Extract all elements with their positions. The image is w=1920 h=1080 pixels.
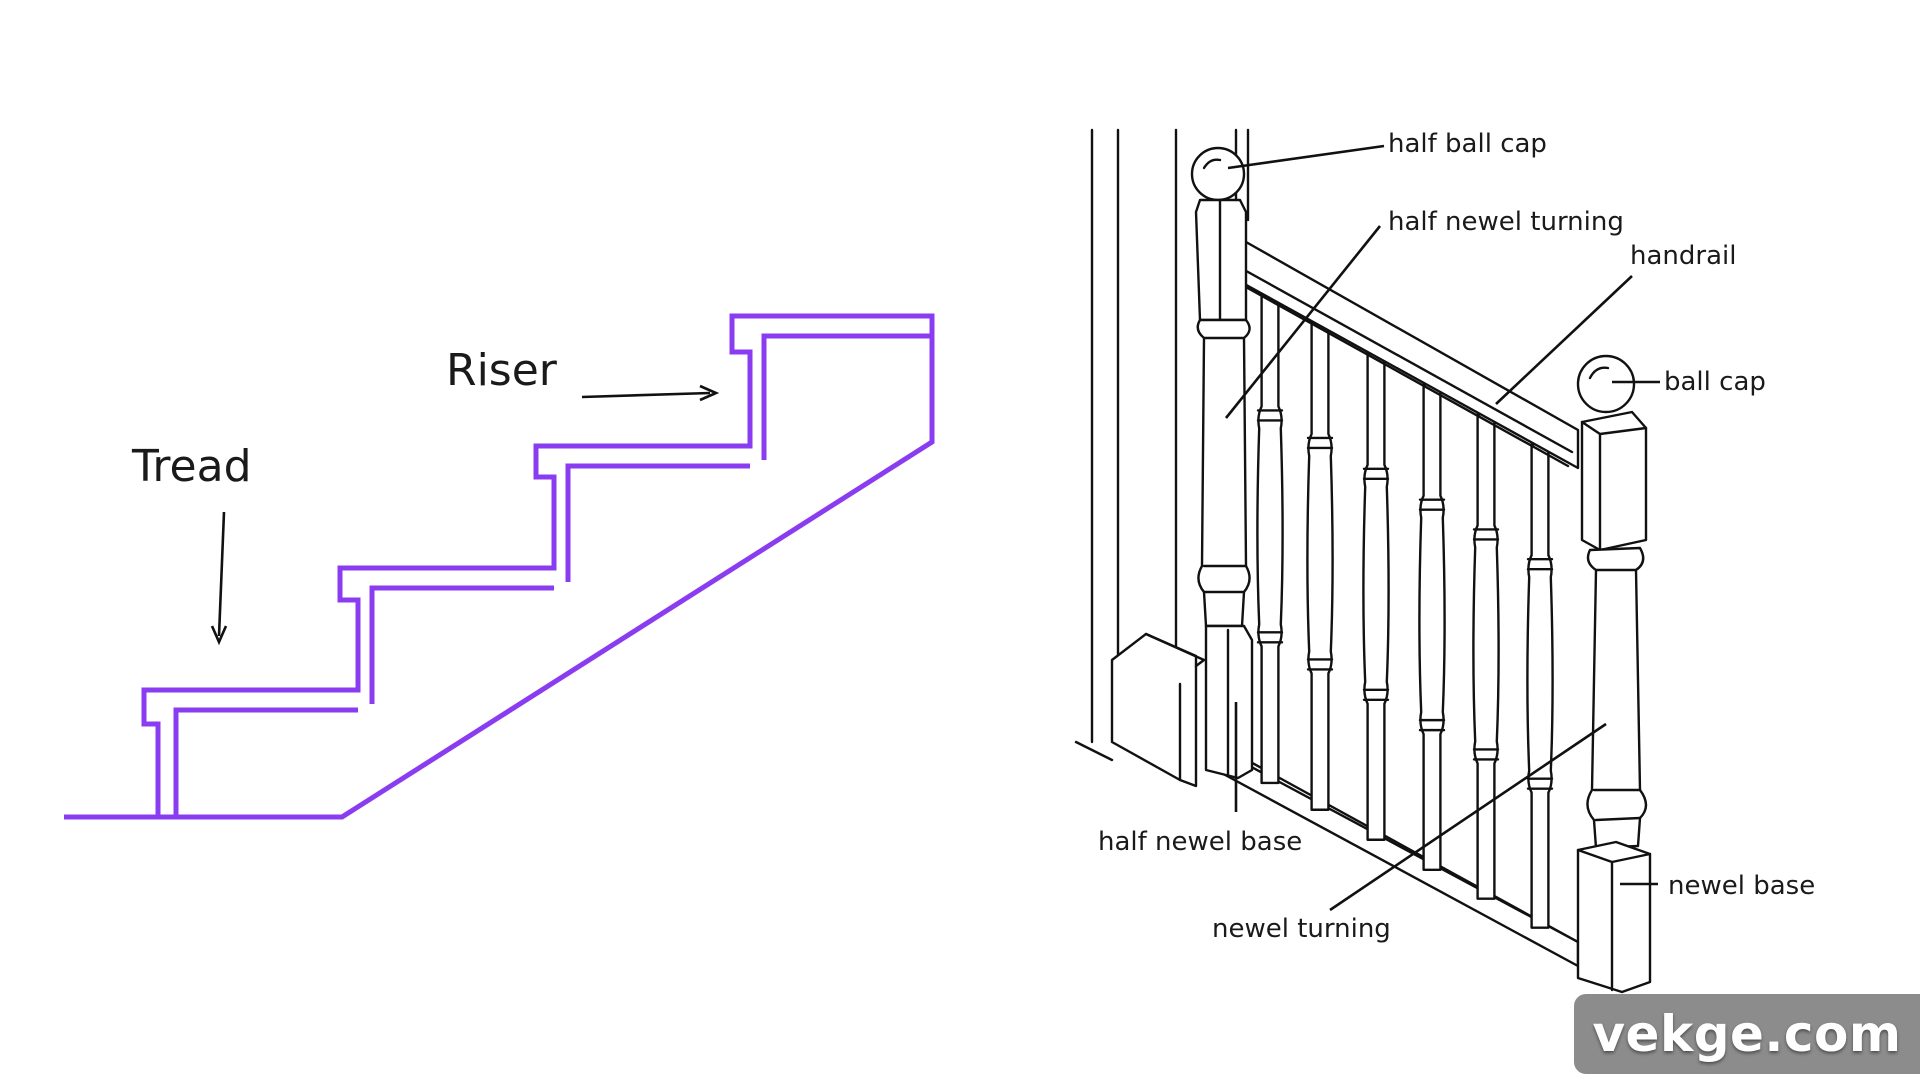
- handrail-label: handrail: [1630, 241, 1736, 271]
- skirting-block: [1110, 632, 1206, 788]
- baluster: [1256, 293, 1284, 785]
- leader-handrail: [1495, 275, 1633, 405]
- leader-lines: [1224, 144, 1660, 912]
- half-ball-cap-label: half ball cap: [1388, 129, 1547, 159]
- watermark-text: vekge.com: [1592, 1005, 1902, 1063]
- railing-drawing: half ball cap half newel turning handrai…: [1074, 128, 1815, 994]
- balusters: [1256, 293, 1554, 929]
- tread-arrow: [217, 511, 226, 637]
- stair-profile: Tread Riser: [64, 313, 935, 820]
- watermark-badge: vekge.com: [1574, 994, 1920, 1074]
- half-newel-base-label: half newel base: [1098, 827, 1302, 857]
- handrail-drawing: [1221, 239, 1580, 470]
- half-newel-turning-label: half newel turning: [1388, 207, 1624, 237]
- riser-label: Riser: [446, 345, 558, 396]
- leader-half-ball-cap: [1227, 144, 1385, 170]
- riser-board-4: [761, 333, 932, 460]
- leader-newel-turning: [1329, 722, 1607, 912]
- tread-arrowhead: [210, 625, 228, 646]
- newel-post: [1576, 354, 1652, 994]
- riser-board-1: [173, 707, 358, 817]
- stair-outline: [141, 313, 935, 820]
- baluster: [1526, 443, 1554, 929]
- tread-label: Tread: [131, 441, 252, 492]
- baluster: [1472, 413, 1500, 900]
- riser-arrowhead: [699, 384, 720, 402]
- ball-cap-label: ball cap: [1664, 367, 1766, 397]
- riser-arrow: [581, 391, 711, 399]
- baluster: [1418, 383, 1446, 871]
- leader-half-newel-turning: [1224, 225, 1382, 419]
- baluster: [1306, 320, 1334, 811]
- riser-board-2: [369, 585, 554, 704]
- newel-base-label: newel base: [1668, 871, 1815, 901]
- half-newel-post: [1190, 146, 1254, 780]
- baluster: [1362, 351, 1390, 841]
- riser-board-3: [565, 463, 750, 582]
- newel-turning-label: newel turning: [1212, 914, 1391, 944]
